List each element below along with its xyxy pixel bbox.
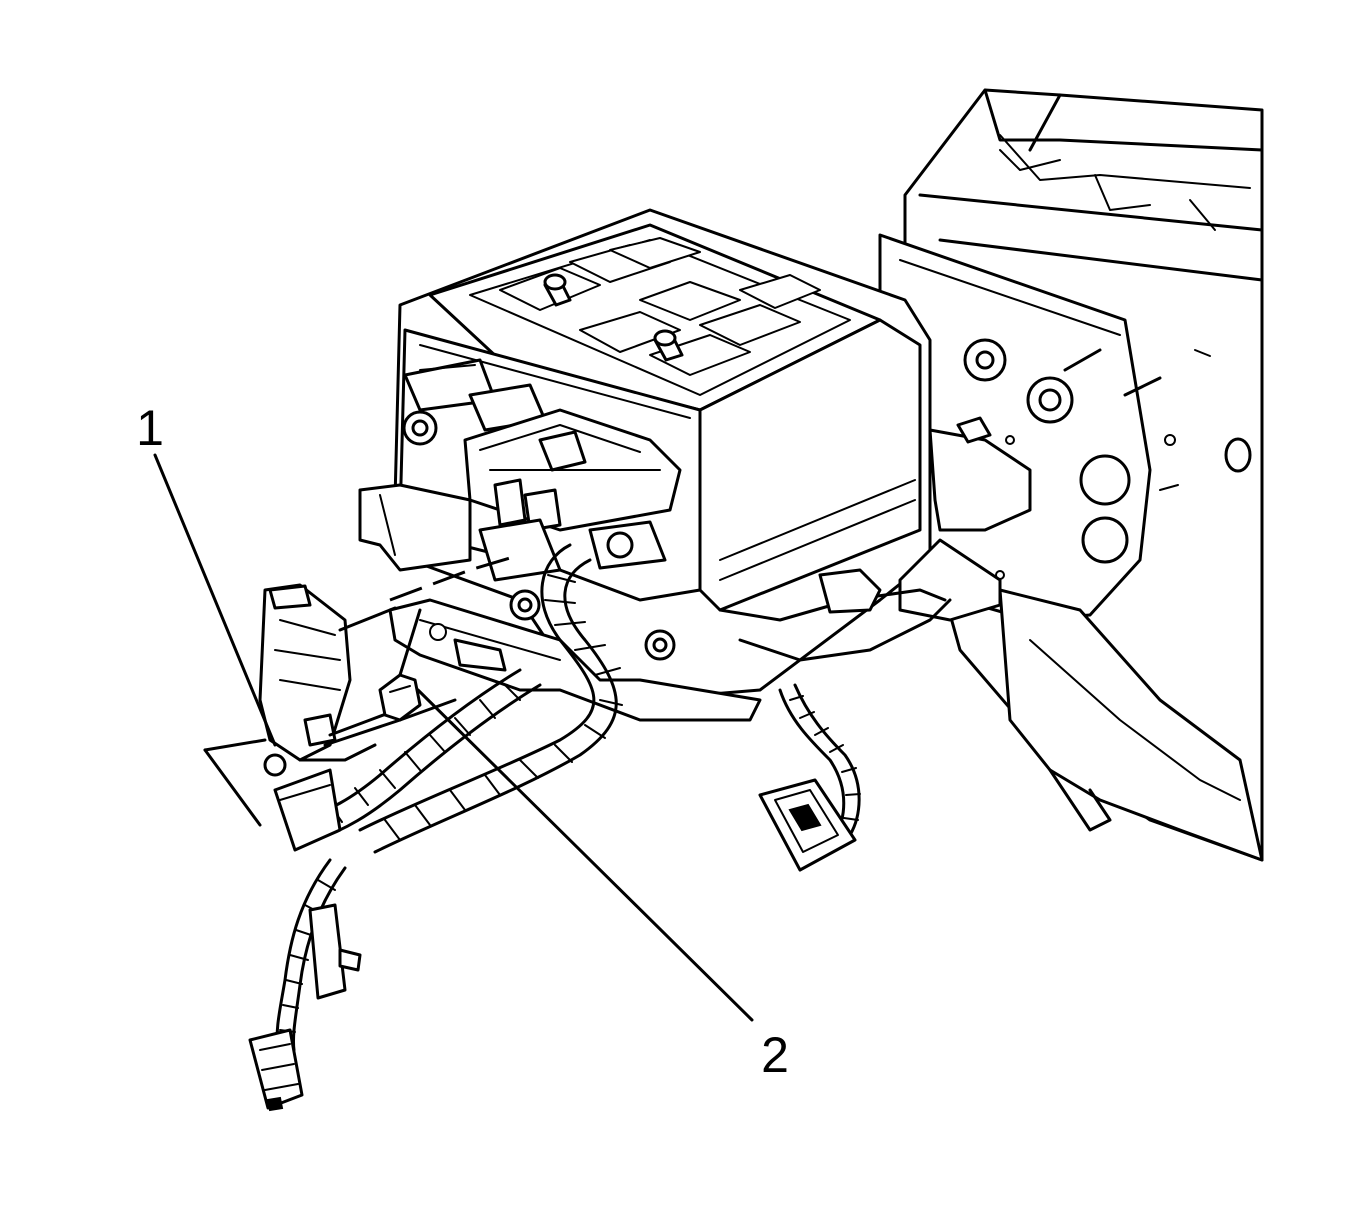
disconnected-connector [258, 583, 352, 852]
callout-2: 2 [761, 1027, 789, 1083]
retaining-clip [378, 608, 422, 722]
leader-line-1 [153, 453, 277, 747]
callout-leaders [153, 453, 754, 1022]
module-assembly [358, 208, 1032, 722]
leader-line-2 [416, 688, 754, 1022]
callout-1: 1 [136, 400, 164, 456]
